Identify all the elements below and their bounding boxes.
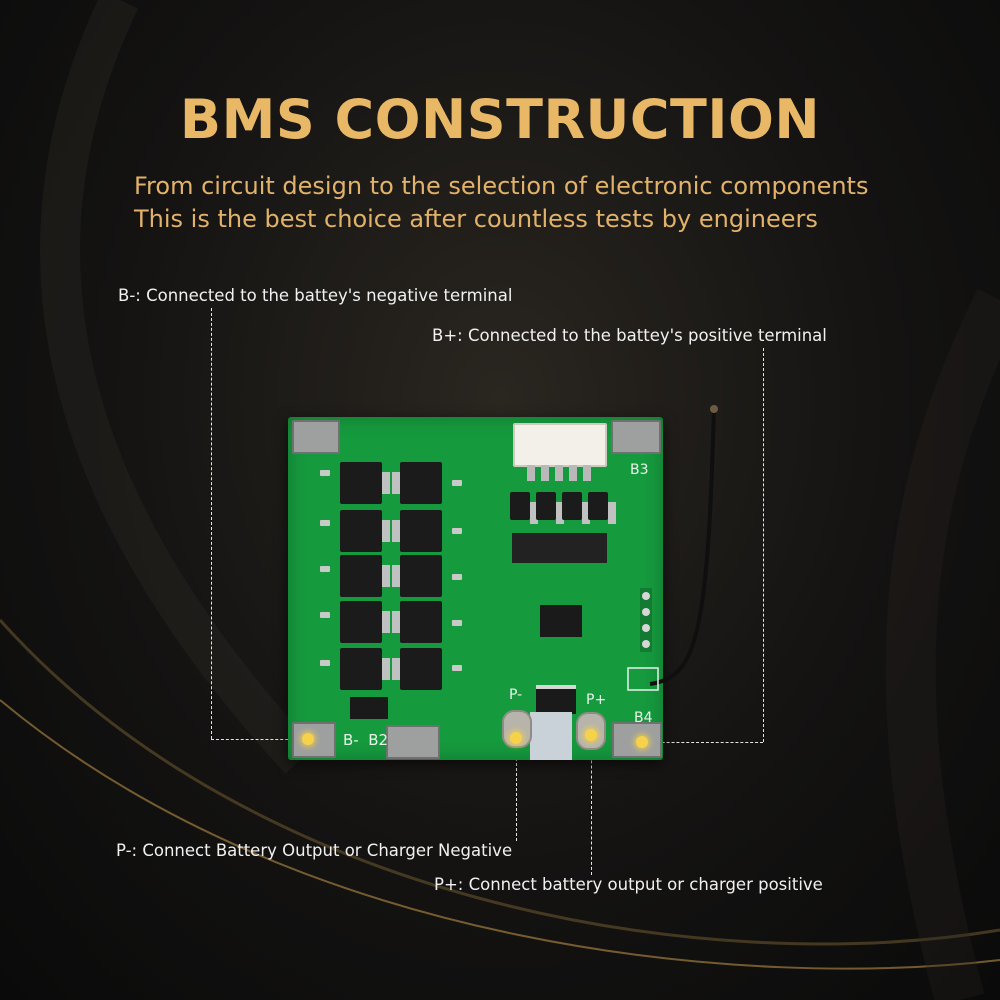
- mosfet-chip: [340, 462, 390, 504]
- leader-b-plus-vertical: [763, 348, 764, 742]
- balance-mosfet: [510, 492, 538, 524]
- mosfet-chip: [392, 601, 442, 643]
- smd-resistor: [452, 480, 462, 486]
- leader-b-plus-horizontal: [642, 742, 763, 743]
- smd-resistor: [452, 620, 462, 626]
- header-pins: [640, 588, 652, 652]
- leader-b-minus-vertical: [211, 308, 212, 739]
- output-mosfet: [536, 685, 576, 714]
- silk-p-minus: P-: [509, 687, 523, 703]
- callout-b-plus: B+: Connected to the battey's positive t…: [432, 326, 827, 345]
- callout-b-minus: B-: Connected to the battey's negative t…: [118, 286, 513, 305]
- silk-b3: B3: [630, 462, 649, 478]
- silk-b4: B4: [634, 710, 653, 726]
- leader-p-minus: [516, 738, 517, 841]
- tvs-diode: [350, 697, 388, 719]
- pad-top-left: [292, 420, 340, 454]
- leader-p-plus: [591, 735, 592, 875]
- subtitle-line-1: From circuit design to the selection of …: [134, 172, 869, 200]
- subtitle-line-2: This is the best choice after countless …: [134, 205, 818, 233]
- balance-mosfet: [536, 492, 564, 524]
- mosfet-chip: [392, 648, 442, 690]
- pad-p-plus: [576, 712, 606, 750]
- pad-b-minus: [292, 722, 336, 758]
- callout-p-minus: P-: Connect Battery Output or Charger Ne…: [116, 841, 513, 860]
- silk-b-minus-b2: B- B2: [343, 731, 389, 749]
- smd-resistor: [452, 574, 462, 580]
- mosfet-chip: [392, 510, 442, 552]
- mosfet-chip: [340, 648, 390, 690]
- smd-resistor: [320, 520, 330, 526]
- balance-mosfet: [562, 492, 590, 524]
- balance-connector: [513, 423, 607, 481]
- marker-b-minus: [302, 733, 314, 745]
- protection-ic: [540, 605, 582, 637]
- pad-b2: [386, 725, 440, 759]
- smd-resistor: [452, 665, 462, 671]
- page-title: BMS CONSTRUCTION: [179, 88, 821, 151]
- smd-resistor: [320, 660, 330, 666]
- pad-b3: [611, 420, 661, 454]
- mosfet-chip: [392, 555, 442, 597]
- smd-resistor: [320, 566, 330, 572]
- mosfet-chip: [340, 510, 390, 552]
- mosfet-chip: [340, 555, 390, 597]
- ribbon-strip: [530, 712, 572, 760]
- leader-b-minus-horizontal: [211, 739, 308, 740]
- marker-p-minus: [510, 732, 522, 744]
- marker-p-plus: [585, 729, 597, 741]
- callout-p-plus: P+: Connect battery output or charger po…: [434, 875, 823, 894]
- transistor-array: [512, 533, 607, 563]
- mosfet-chip: [340, 601, 390, 643]
- mosfet-chip: [392, 462, 442, 504]
- smd-resistor: [320, 612, 330, 618]
- balance-mosfet: [588, 492, 616, 524]
- smd-resistor: [452, 528, 462, 534]
- smd-resistor: [320, 470, 330, 476]
- silk-p-plus: P+: [586, 692, 607, 708]
- marker-b-plus: [636, 736, 648, 748]
